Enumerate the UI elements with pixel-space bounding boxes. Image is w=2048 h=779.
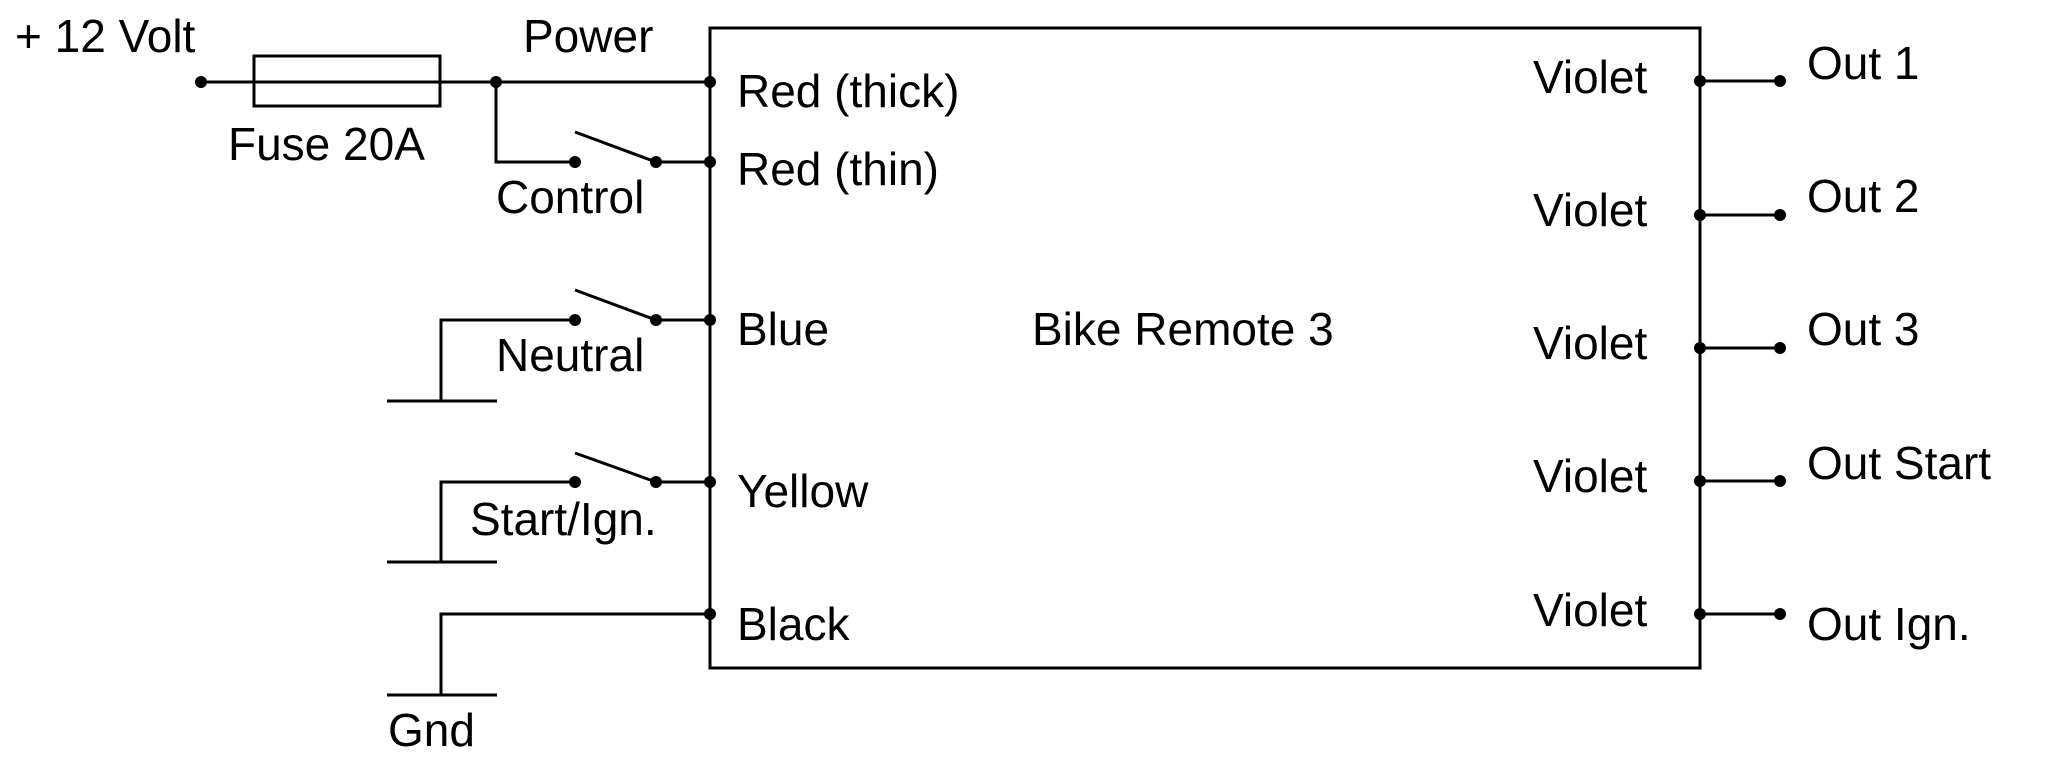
- yellow-terminal: [704, 476, 716, 488]
- output-3: Violet Out 3: [1533, 303, 1920, 369]
- red-thick-terminal: [704, 76, 716, 88]
- start-switch-blade: [574, 451, 657, 484]
- blue-label: Blue: [737, 303, 829, 355]
- black-label: Black: [737, 598, 850, 650]
- output-label: Out 2: [1807, 170, 1920, 222]
- supply-label: + 12 Volt: [15, 10, 196, 62]
- output-box-terminal: [1694, 608, 1706, 620]
- output-end-terminal: [1774, 75, 1786, 87]
- control-label: Control: [496, 171, 644, 223]
- output-end-terminal: [1774, 608, 1786, 620]
- power-label: Power: [523, 10, 653, 62]
- neutral-switch-left-contact: [569, 314, 581, 326]
- start-switch-left-contact: [569, 476, 581, 488]
- control-branch-wire: [494, 82, 575, 164]
- output-wire-label: Violet: [1533, 184, 1647, 236]
- output-wire-label: Violet: [1533, 450, 1647, 502]
- control-switch-left-contact: [569, 156, 581, 168]
- output-label: Out 1: [1807, 37, 1920, 89]
- gnd-label: Gnd: [388, 704, 475, 756]
- output-2: Violet Out 2: [1533, 170, 1920, 236]
- start-label: Start/Ign.: [470, 493, 657, 545]
- output-box-terminal: [1694, 475, 1706, 487]
- output-wire-label: Violet: [1533, 317, 1647, 369]
- output-label: Out Ign.: [1807, 598, 1971, 650]
- output-end-terminal: [1774, 209, 1786, 221]
- red-thin-label: Red (thin): [737, 143, 939, 195]
- start-ground-wire: [439, 480, 575, 562]
- control-switch-blade: [574, 130, 657, 164]
- neutral-label: Neutral: [496, 329, 644, 381]
- blue-terminal: [704, 314, 716, 326]
- output-end-terminal: [1774, 342, 1786, 354]
- output-box-terminal: [1694, 342, 1706, 354]
- neutral-ground-wire: [439, 318, 575, 401]
- red-thick-label: Red (thick): [737, 65, 959, 117]
- device-label: Bike Remote 3: [1032, 303, 1334, 355]
- bike-remote-box: [708, 26, 1702, 670]
- red-thin-terminal: [704, 156, 716, 168]
- output-label: Out 3: [1807, 303, 1920, 355]
- output-wire-label: Violet: [1533, 584, 1647, 636]
- output-end-terminal: [1774, 475, 1786, 487]
- neutral-switch-blade: [574, 288, 657, 322]
- output-box-terminal: [1694, 75, 1706, 87]
- output-box-terminal: [1694, 209, 1706, 221]
- black-terminal: [704, 608, 716, 620]
- fuse-label: Fuse 20A: [228, 118, 425, 170]
- output-ign: Violet Out Ign.: [1533, 584, 1971, 650]
- output-start: Violet Out Start: [1533, 437, 1991, 502]
- output-label: Out Start: [1807, 437, 1991, 489]
- gnd-wire: [439, 612, 710, 695]
- yellow-label: Yellow: [737, 465, 869, 517]
- output-wire-label: Violet: [1533, 51, 1647, 103]
- output-1: Violet Out 1: [1533, 37, 1920, 103]
